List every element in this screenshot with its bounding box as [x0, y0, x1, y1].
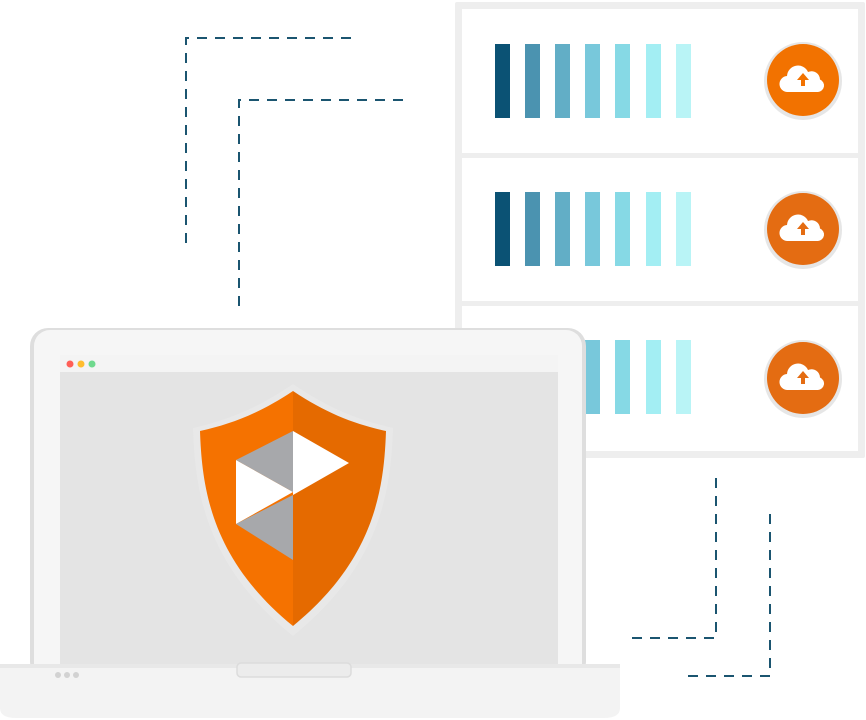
window-maximize-dot: [88, 360, 96, 368]
laptop-base: [0, 664, 620, 718]
server-unit-2: [462, 158, 858, 301]
laptop-hinge-notch: [236, 662, 352, 678]
connector-line-bottom-inner: [624, 478, 717, 639]
indicator-dot-1: [55, 672, 61, 678]
connector-line-bottom-outer: [680, 514, 771, 677]
status-bars: [495, 192, 691, 266]
window-close-dot: [66, 360, 74, 368]
status-bars: [495, 44, 691, 118]
indicator-dot-2: [64, 672, 70, 678]
logo-shape-top-gray: [236, 431, 293, 492]
logo-shape-top: [293, 431, 349, 495]
connector-line-top-inner: [238, 99, 406, 306]
connector-line-top-outer: [185, 37, 352, 243]
logo-shape-bottom-gray: [236, 495, 293, 560]
cloud-upload-icon[interactable]: [764, 191, 842, 269]
cloud-upload-icon[interactable]: [764, 340, 842, 418]
server-unit-1: [462, 9, 858, 153]
browser-titlebar: [60, 355, 558, 372]
indicator-dot-3: [73, 672, 79, 678]
cloud-upload-icon[interactable]: [764, 42, 842, 120]
window-minimize-dot: [77, 360, 85, 368]
shield-logo-icon: [193, 384, 393, 636]
logo-shape-left: [236, 460, 293, 524]
laptop: [0, 328, 620, 718]
